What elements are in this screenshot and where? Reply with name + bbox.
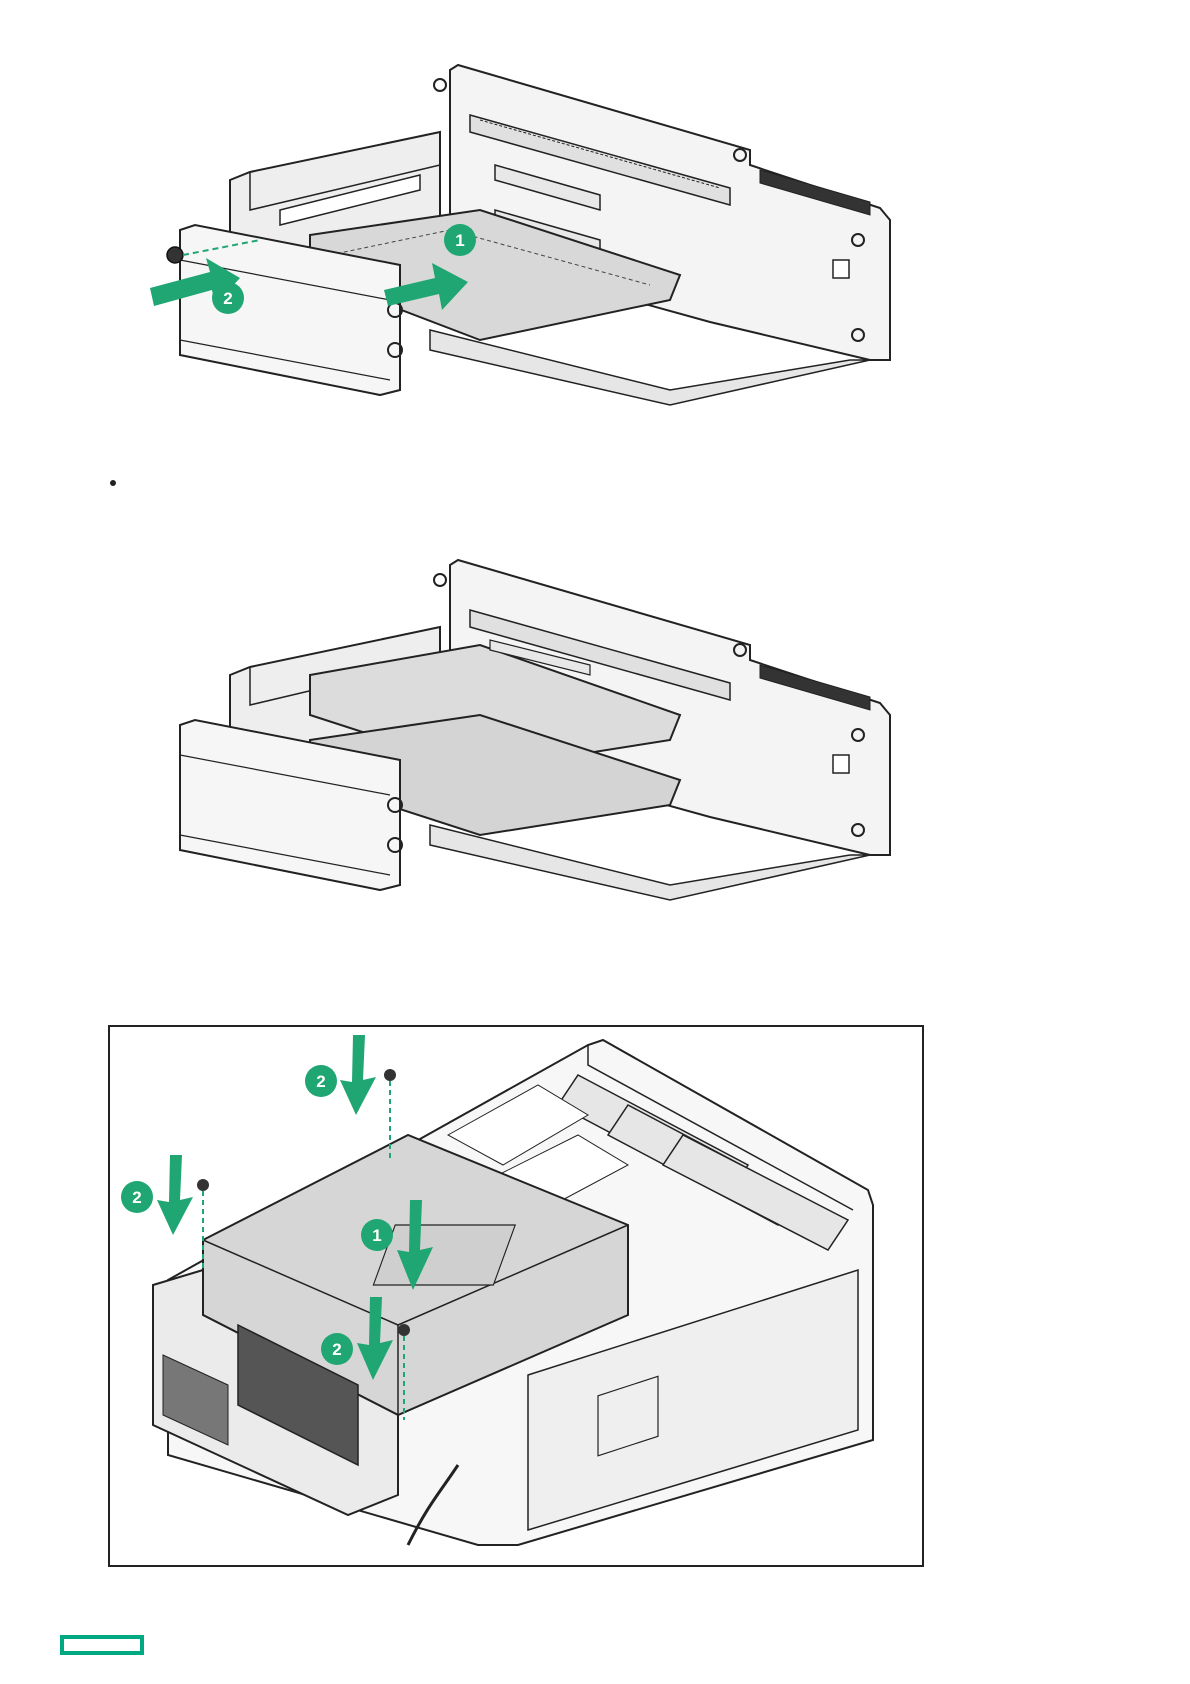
chassis-illustration: 1 2 2 2	[108, 1025, 924, 1567]
svg-text:1: 1	[372, 1226, 381, 1245]
callout-badge: 2	[305, 1065, 337, 1097]
callout-badge: 2	[212, 282, 244, 314]
svg-text:2: 2	[132, 1188, 141, 1207]
figure-chassis-install: 1 2 2 2	[108, 1025, 924, 1567]
figure-riser-cage-cards-installed	[150, 555, 950, 925]
hpe-logo	[60, 1635, 144, 1655]
riser-cage-illustration: 1 2	[150, 60, 950, 430]
svg-text:2: 2	[223, 289, 232, 308]
svg-text:2: 2	[332, 1340, 341, 1359]
figure-riser-cage-install: 1 2	[150, 60, 950, 430]
callout-badge: 2	[321, 1333, 353, 1365]
svg-text:2: 2	[316, 1072, 325, 1091]
list-bullet	[110, 480, 116, 486]
riser-cage-cards-illustration	[150, 555, 950, 925]
svg-text:1: 1	[455, 231, 464, 250]
callout-badge: 1	[361, 1219, 393, 1251]
callout-badge: 2	[121, 1181, 153, 1213]
callout-badge: 1	[444, 224, 476, 256]
